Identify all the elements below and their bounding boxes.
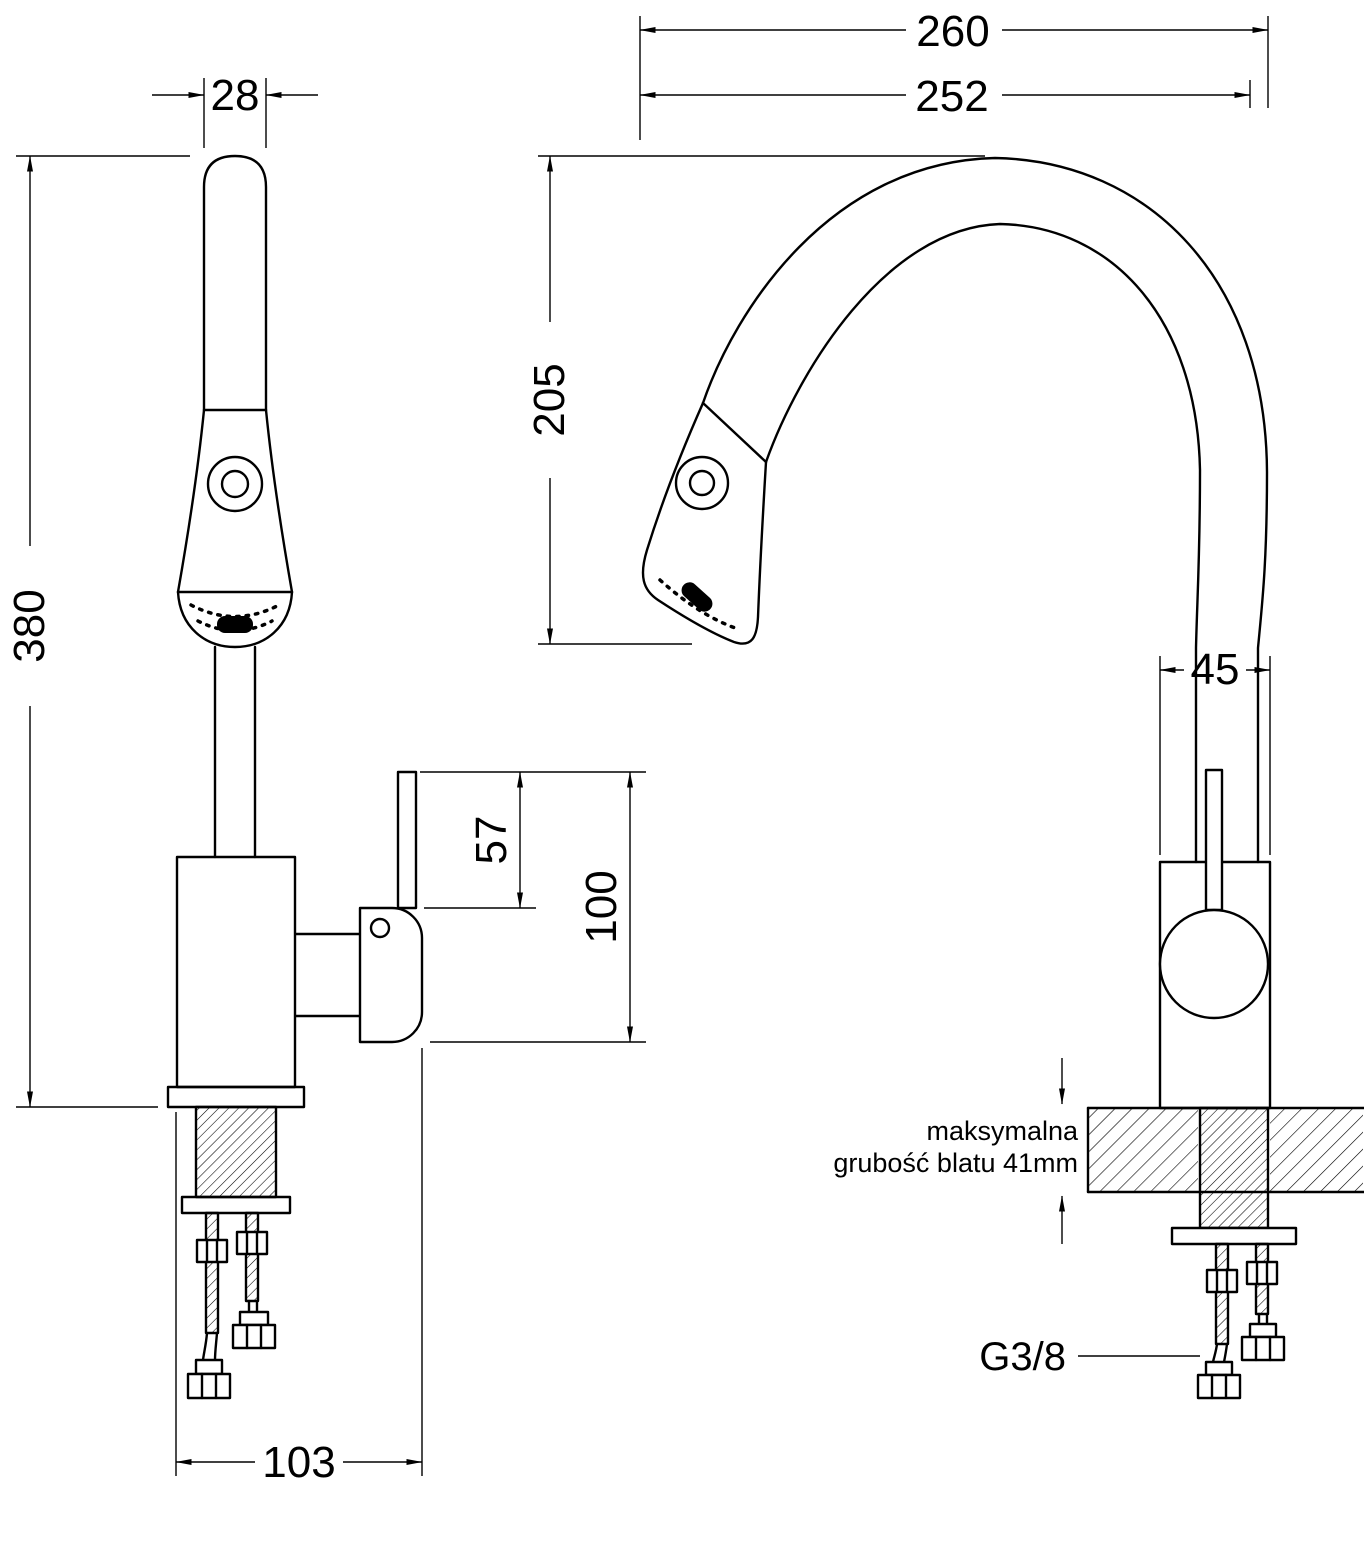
front-view-faucet [166, 154, 424, 1400]
side-spray-head [641, 401, 768, 645]
dim-lever-height-label: 57 [467, 816, 516, 865]
side-spray-button-icon [674, 455, 730, 511]
dim-spout-clearance-label: 205 [525, 363, 574, 436]
dimension-lever-height: 57 [420, 771, 646, 909]
side-stud-nut-left [1205, 1268, 1239, 1294]
front-aerator-slot [217, 616, 253, 633]
dim-overall-depth-label: 260 [916, 7, 989, 56]
front-aerator-dots [189, 603, 281, 619]
front-spray-button-icon [206, 455, 264, 513]
front-spray-head [176, 408, 206, 594]
front-handle-lever [396, 770, 418, 910]
dimension-spout-width: 28 [152, 71, 318, 148]
side-view-dimensions: 260 252 205 45 maksymalna [525, 7, 1271, 1379]
side-hose-right [1240, 1312, 1286, 1362]
front-mixer-body [175, 855, 297, 1089]
side-stud-nut-right [1245, 1260, 1279, 1286]
side-washer-plate [1170, 1226, 1298, 1246]
countertop-note-line1: maksymalna [926, 1116, 1079, 1146]
front-mount-stud-left [204, 1211, 220, 1335]
front-stud-nut-left [195, 1238, 229, 1264]
side-handle-lever [1204, 768, 1224, 912]
front-hose-left [186, 1331, 232, 1400]
dim-total-height-label: 380 [5, 589, 54, 662]
dimension-spout-clearance: 205 [525, 155, 985, 645]
side-aerator-slot [681, 582, 713, 612]
dimension-overall-depth: 260 [639, 7, 1269, 140]
countertop-note-line2: grubość blatu 41mm [833, 1148, 1078, 1178]
dim-base-depth-label: 103 [262, 1438, 335, 1487]
front-base-flange [166, 1085, 306, 1109]
side-hose-left [1196, 1342, 1242, 1400]
front-handle-base [358, 906, 424, 1044]
dimension-base-depth: 103 [175, 1048, 423, 1487]
front-hose-right [231, 1299, 277, 1350]
dimension-body-width: 45 [1159, 645, 1271, 855]
dimension-total-height: 380 [5, 155, 190, 1108]
dimension-handle-assembly-height: 100 [430, 771, 646, 1043]
dim-body-width-label: 45 [1191, 645, 1240, 694]
dimension-spout-reach: 252 [639, 72, 1251, 121]
side-threaded-shank [1198, 1106, 1270, 1230]
side-spout-outer [701, 156, 1269, 864]
dim-spout-width-label: 28 [211, 71, 260, 120]
side-handle-ball [1158, 908, 1270, 1020]
front-washer-plate [180, 1195, 292, 1215]
countertop-thickness-note: maksymalna grubość blatu 41mm [833, 1058, 1079, 1244]
side-aerator-dots [658, 578, 740, 631]
dim-spout-reach-label: 252 [915, 72, 988, 121]
front-spout-tube [202, 154, 268, 412]
hose-thread-callout: G3/8 [979, 1335, 1200, 1379]
side-spout-inner [764, 222, 1202, 864]
side-view-faucet [641, 156, 1364, 1400]
front-threaded-shank [194, 1105, 278, 1199]
front-view-dimensions: 28 380 57 100 103 [5, 71, 646, 1487]
front-stud-nut-right [235, 1230, 269, 1256]
dim-handle-assembly-height-label: 100 [577, 870, 626, 943]
front-mount-stud-right [244, 1211, 260, 1303]
side-mount-stud-left [1214, 1242, 1230, 1346]
hose-thread-label: G3/8 [979, 1335, 1066, 1379]
